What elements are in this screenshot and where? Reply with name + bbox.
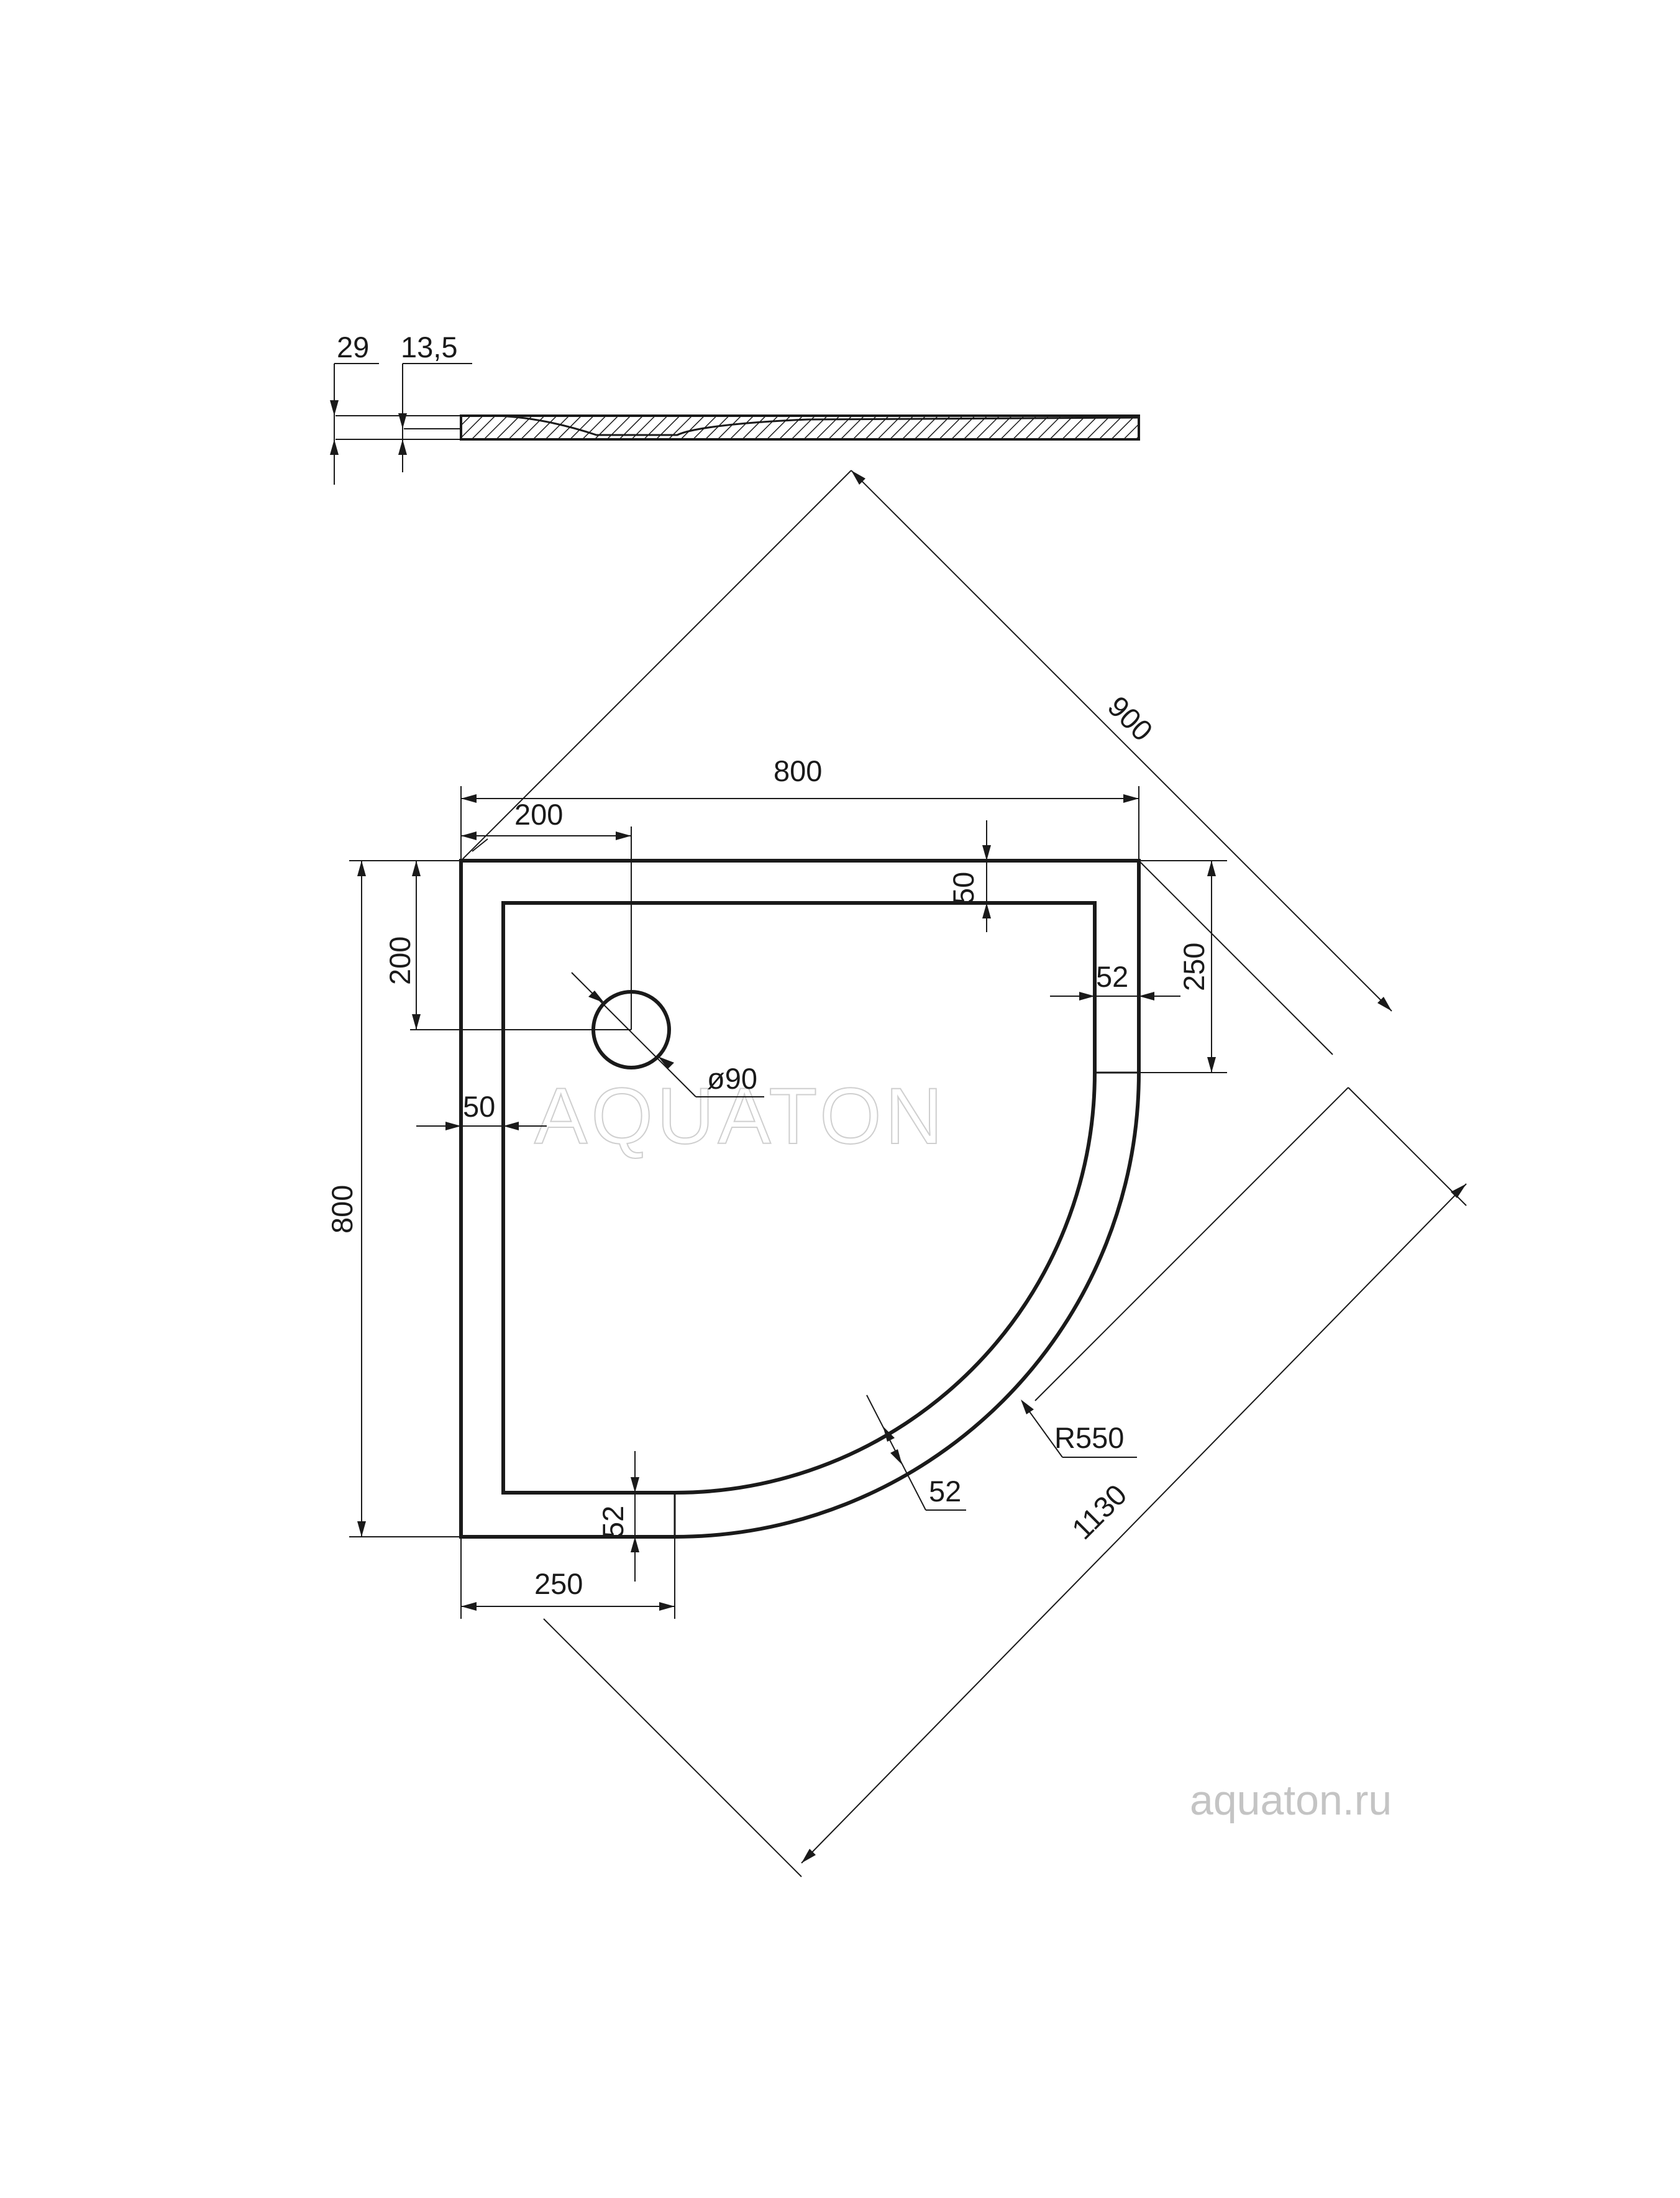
watermark-text: AQUATON <box>534 1072 946 1161</box>
profile-section <box>460 414 1140 441</box>
dim-rim-right: 52 <box>1050 960 1180 1001</box>
dim-drain-diameter-label: ø90 <box>707 1062 757 1095</box>
dim-straight-bottom: 250 <box>460 1537 675 1619</box>
dim-rim-left-label: 50 <box>463 1090 495 1123</box>
dim-29: 29 <box>330 331 379 485</box>
tray-outline <box>459 859 1141 1539</box>
dim-drain-y: 200 <box>383 860 631 1030</box>
dim-radius-label: R550 <box>1054 1421 1124 1454</box>
dim-rim-bottom-label: 52 <box>596 1506 629 1538</box>
dim-rim-right-label: 52 <box>1096 960 1128 993</box>
dim-radius: R550 <box>1021 1399 1137 1458</box>
plan-dimensions: 800 200 200 800 <box>326 470 1467 1877</box>
dim-rim-bottom: 52 <box>596 1451 639 1582</box>
plan-view <box>459 859 1141 1539</box>
dim-diagonal-front: 1130 <box>543 1087 1467 1877</box>
dim-29-label: 29 <box>337 331 369 364</box>
dim-drain-x: 200 <box>461 798 632 1030</box>
dim-rim-left: 50 <box>416 1090 547 1130</box>
profile-basin-recess <box>496 414 1139 436</box>
dim-straight-right: 250 <box>1139 860 1227 1073</box>
dim-13-5-label: 13,5 <box>401 331 457 364</box>
dim-straight-right-label: 250 <box>1177 943 1210 991</box>
dim-drain-x-label: 200 <box>514 798 563 831</box>
dim-rim-top-label: 50 <box>947 872 980 904</box>
dim-drain-y-label: 200 <box>383 936 416 985</box>
dim-height-left: 800 <box>326 860 461 1537</box>
side-profile: 29 13,5 <box>330 331 1140 485</box>
dim-diagonal-side: 900 <box>460 470 1392 1055</box>
dim-drain-diameter: ø90 <box>571 972 764 1097</box>
basin-outline <box>501 901 1097 1495</box>
dim-rim-top: 50 <box>947 820 991 932</box>
dim-width-top: 800 <box>460 754 1139 861</box>
dim-straight-bottom-label: 250 <box>534 1567 583 1600</box>
dim-13-5: 13,5 <box>398 331 472 472</box>
dim-width-top-label: 800 <box>774 754 822 787</box>
dim-diagonal-side-label: 900 <box>1102 690 1159 748</box>
site-url: aquaton.ru <box>1190 1777 1392 1824</box>
dim-rim-curve-label: 52 <box>929 1475 961 1508</box>
dim-rim-curve: 52 <box>866 1394 966 1511</box>
dim-height-left-label: 800 <box>326 1185 358 1234</box>
